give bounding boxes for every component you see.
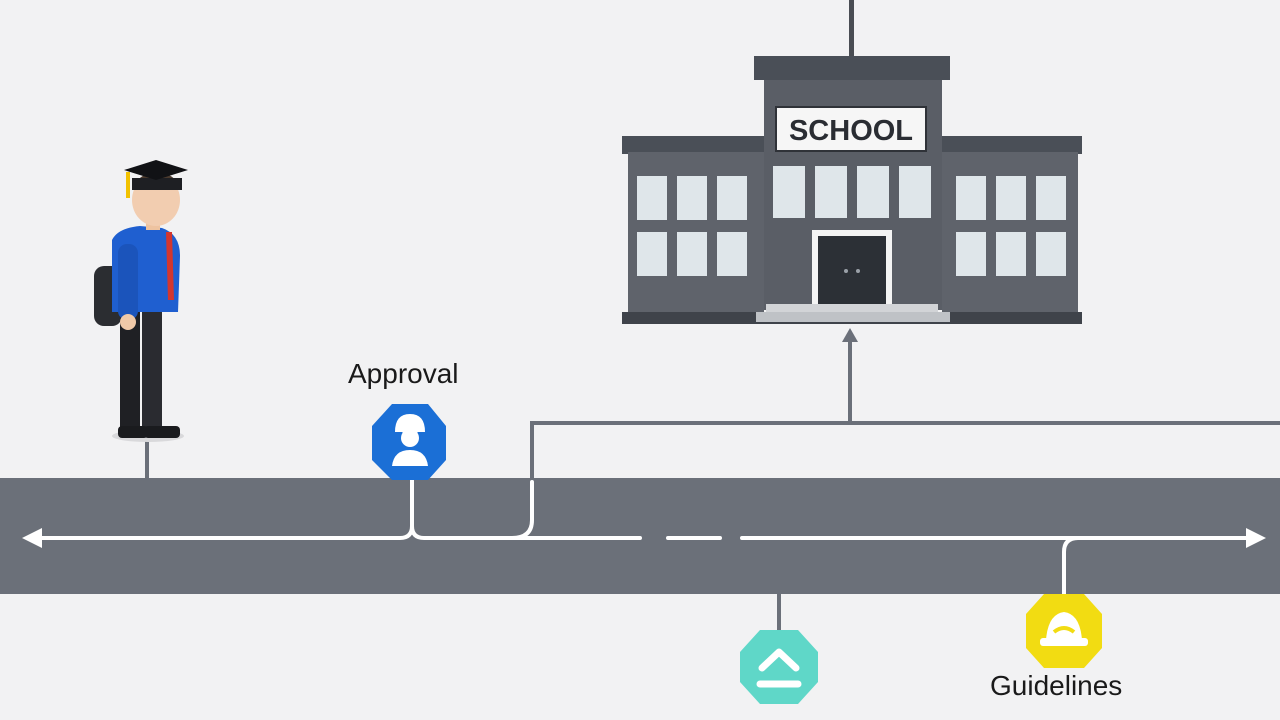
guidelines-label: Guidelines bbox=[990, 670, 1123, 701]
approval-label: Approval bbox=[348, 358, 459, 389]
cloud-upload-icon bbox=[756, 648, 802, 688]
school-building bbox=[622, 0, 1082, 324]
guidelines-step[interactable] bbox=[1026, 594, 1102, 668]
approval-step[interactable] bbox=[372, 404, 446, 480]
arrow-right-head bbox=[1246, 528, 1266, 548]
school-branch-line bbox=[530, 421, 1280, 480]
guidelines-branch bbox=[1062, 536, 1080, 596]
person-icon bbox=[392, 414, 428, 466]
student-figure bbox=[94, 160, 188, 442]
school-sign-text: SCHOOL bbox=[789, 115, 913, 147]
upload-step[interactable] bbox=[740, 630, 818, 704]
school-arrowhead bbox=[842, 328, 858, 342]
arrow-left-head bbox=[22, 528, 42, 548]
